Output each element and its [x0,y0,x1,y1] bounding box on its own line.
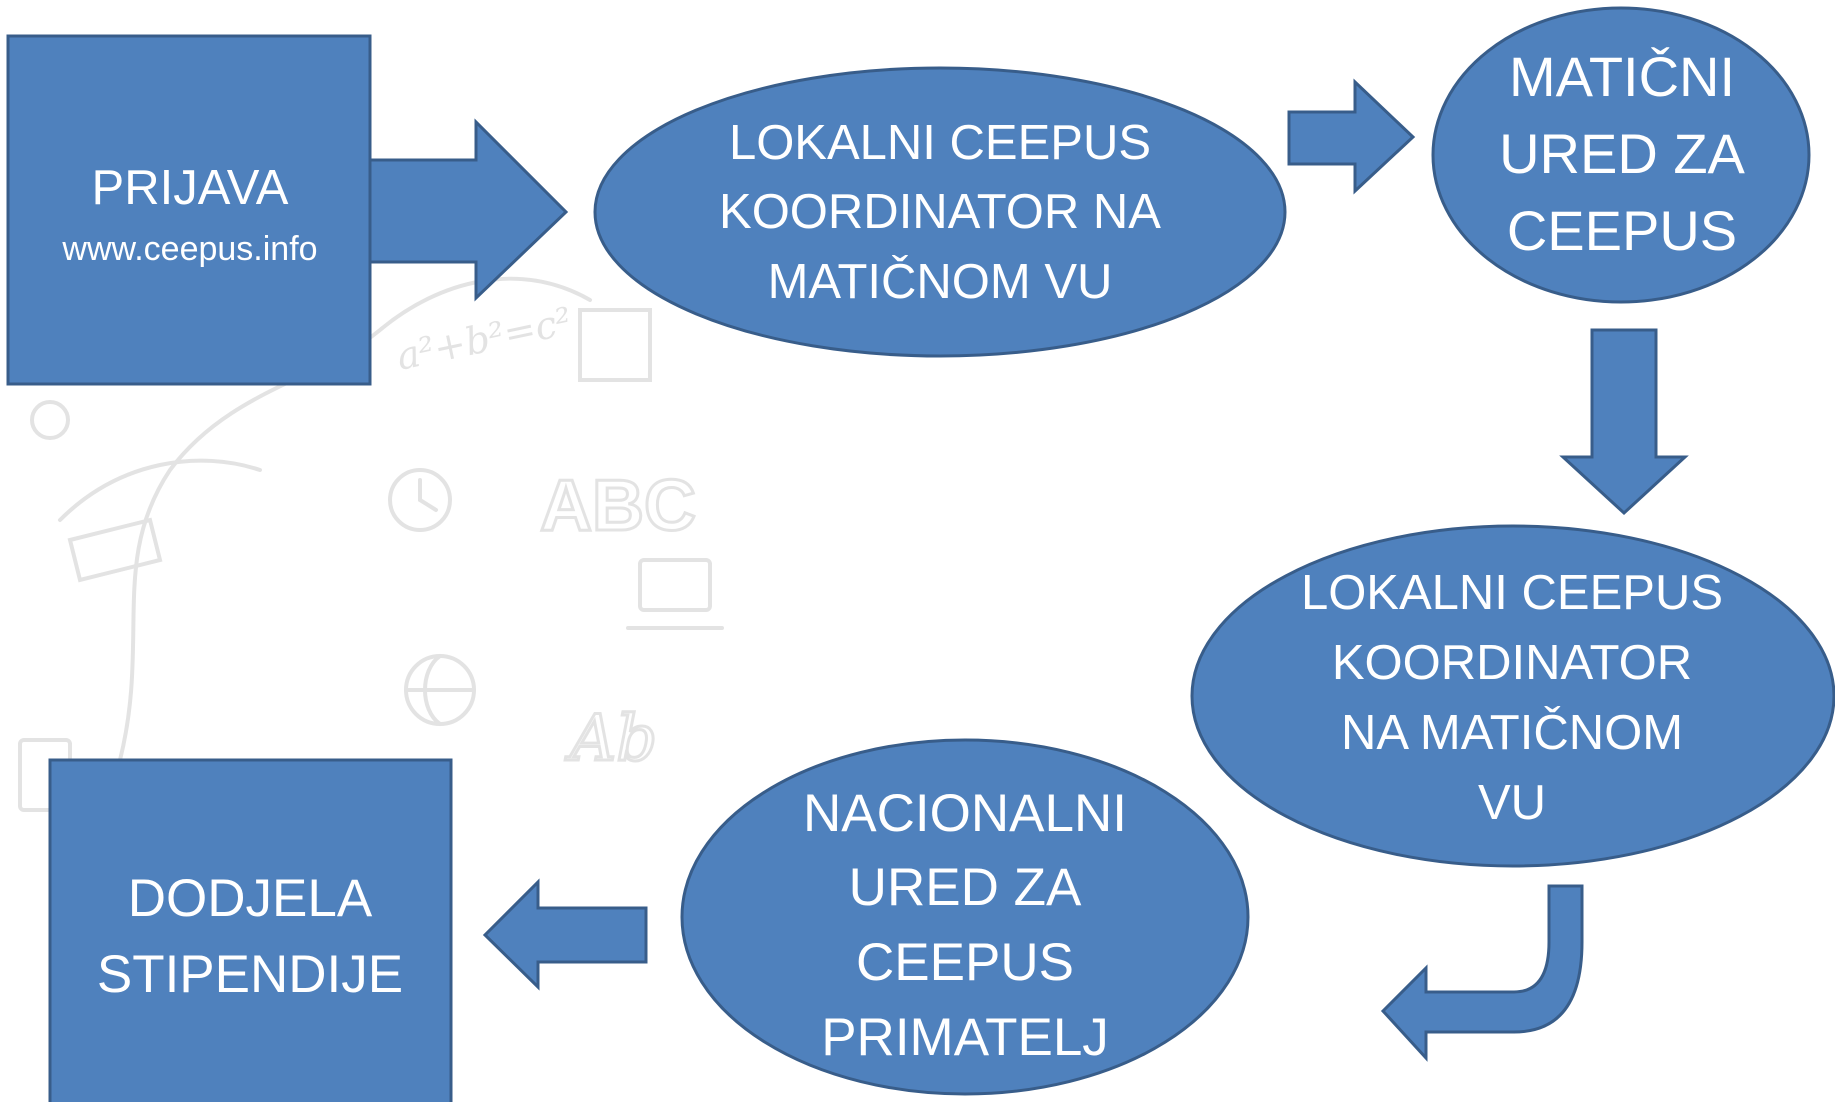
lokalni-2-line-4: VU [1478,776,1546,830]
dodjela-line-2: STIPENDIJE [97,945,403,1004]
doodle-clock-icon [388,468,452,532]
lokalni-koordinator-1-ellipse [593,66,1287,358]
dodjela-line-1: DODJELA [128,869,373,928]
doodle-clock-hands [418,478,438,512]
nacionalni-line-2: URED ZA [849,858,1082,917]
nacionalni-ured-ellipse [680,738,1250,1096]
lokalni-2-line-1: LOKALNI CEEPUS [1301,566,1723,620]
maticni-line-1: MATIČNI [1509,45,1735,108]
doodle-globe-lines [404,654,476,726]
arrow-prijava-to-lokalni-1 [368,118,569,302]
nacionalni-line-1: NACIONALNI [803,784,1127,843]
lokalni-koordinator-2-ellipse [1190,524,1835,868]
labels: PRIJAVA www.ceepus.info LOKALNI CEEPUS K… [61,45,1745,1067]
arrow-lokalni-2-to-nacionalni [1380,884,1584,1062]
prijava-title: PRIJAVA [92,161,289,215]
doodle-atom-icon [30,400,70,440]
prijava-box [6,34,372,386]
watermark-script: Ab [565,702,657,776]
doodle-laptop-icon [638,558,712,612]
arrow-nacionalni-to-dodjela [482,878,648,991]
lokalni-2-line-2: KOORDINATOR [1332,636,1692,690]
doodle-branch [58,458,262,522]
maticni-ured-ellipse [1431,6,1811,304]
maticni-line-2: URED ZA [1499,122,1745,185]
arrow-maticni-to-lokalni-2 [1559,328,1689,516]
watermark-abc: ABC [540,466,696,546]
maticni-line-3: CEEPUS [1507,199,1737,262]
shapes [6,6,1835,1102]
arrow-lokalni-1-to-maticni [1287,78,1416,195]
nacionalni-line-3: CEEPUS [856,933,1074,992]
lokalni-1-line-2: KOORDINATOR NA [719,185,1161,239]
lokalni-1-line-1: LOKALNI CEEPUS [729,116,1151,170]
lokalni-2-line-3: NA MATIČNOM [1341,706,1683,760]
lokalni-1-line-3: MATIČNOM VU [768,255,1113,309]
dodjela-box [48,758,453,1102]
doodle-ruler-icon [67,517,163,583]
watermark-formula: a²+b²=c² [393,299,576,379]
prijava-url-link[interactable]: www.ceepus.info [61,230,317,268]
doodle-tree-trunk [118,276,592,762]
nacionalni-line-4: PRIMATELJ [821,1008,1109,1067]
doodle-box-icon [578,308,652,382]
